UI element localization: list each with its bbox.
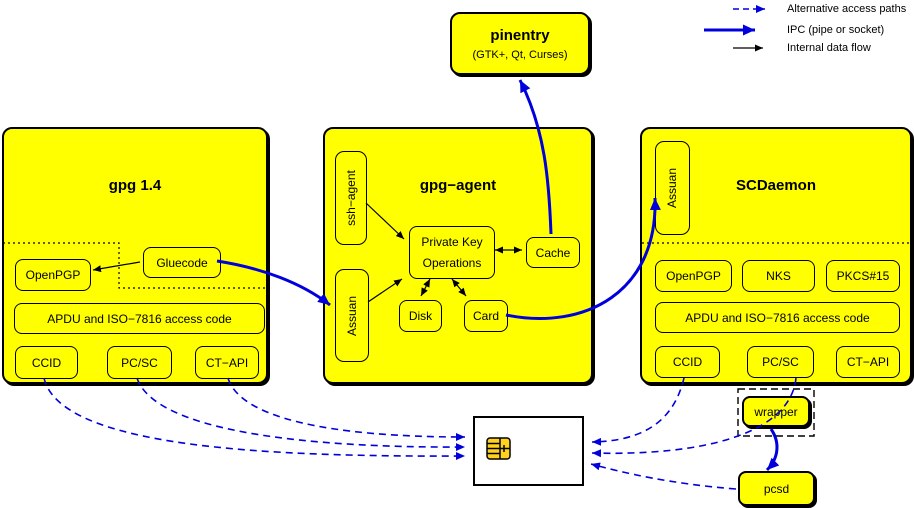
- ssh-agent-node: ssh−agent: [335, 151, 367, 245]
- pkcs15-label: PKCS#15: [836, 269, 890, 283]
- legend-internal-label: Internal data flow: [787, 42, 871, 54]
- disk-node: Disk: [399, 300, 442, 332]
- pko-line2: Operations: [422, 255, 482, 270]
- alt-scdaemon-ccid-to-card: [591, 377, 685, 446]
- card-node: Card: [464, 300, 508, 332]
- scdaemon-ccid-node: CCID: [655, 346, 720, 378]
- gpg14-pcsc-node: PC/SC: [107, 346, 172, 379]
- gpg-agent-assuan-node: Assuan: [335, 269, 369, 362]
- openpgp-label: OpenPGP: [666, 269, 721, 283]
- gpg14-ctapi-node: CT−API: [195, 346, 259, 379]
- pinentry-title: pinentry: [490, 26, 550, 44]
- apdu-label: APDU and ISO−7816 access code: [685, 310, 870, 325]
- assuan-label: Assuan: [345, 295, 359, 336]
- card-label: Card: [472, 309, 499, 323]
- nks-node: NKS: [742, 260, 815, 292]
- scdaemon-apdu-node: APDU and ISO−7816 access code: [655, 302, 900, 333]
- disk-label: Disk: [408, 309, 433, 323]
- gpg14-node: gpg 1.4 Gluecode OpenPGP APDU and ISO−78…: [2, 127, 268, 384]
- pinentry-node: pinentry (GTK+, Qt, Curses): [450, 12, 590, 75]
- ipc-wrapper-to-pcsd: [765, 428, 780, 472]
- gpg14-apdu-node: APDU and ISO−7816 access code: [14, 303, 265, 334]
- gpg-agent-node: gpg−agent ssh−agent Assuan Private Key O…: [323, 127, 593, 384]
- pinentry-subtitle: (GTK+, Qt, Curses): [472, 48, 568, 61]
- pcsc-label: PC/SC: [762, 355, 799, 369]
- legend-alt-label: Alternative access paths: [787, 3, 907, 15]
- cache-node: Cache: [526, 237, 580, 268]
- nks-label: NKS: [766, 269, 791, 283]
- assuan-label: Assuan: [665, 167, 680, 209]
- alt-gpg14-ccid-to-card: [43, 377, 466, 461]
- pko-line1: Private Key: [421, 235, 483, 250]
- private-key-operations-node: Private Key Operations: [409, 226, 495, 279]
- scdaemon-assuan-node: Assuan: [655, 141, 690, 235]
- scdaemon-ctapi-node: CT−API: [836, 346, 900, 378]
- alt-pcsd-to-card: [590, 462, 737, 490]
- smartcard-chip-icon: [486, 437, 511, 460]
- wrapper-label: wrapper: [754, 404, 798, 419]
- alt-gpg14-pcsc-to-card: [136, 377, 466, 452]
- ssh-agent-label: ssh−agent: [344, 170, 358, 226]
- pcsd-node: pcsd: [738, 471, 815, 506]
- wrapper-node: wrapper: [742, 396, 810, 427]
- smartcard: [473, 416, 584, 486]
- cache-label: Cache: [535, 245, 571, 260]
- gpg14-ccid-node: CCID: [15, 346, 78, 379]
- gpg14-gluecode-node: Gluecode: [143, 247, 221, 278]
- openpgp-label: OpenPGP: [25, 268, 81, 282]
- scdaemon-openpgp-node: OpenPGP: [655, 260, 732, 292]
- apdu-label: APDU and ISO−7816 access code: [47, 311, 232, 326]
- pkcs15-node: PKCS#15: [826, 260, 900, 292]
- ctapi-label: CT−API: [846, 355, 890, 369]
- scdaemon-pcsc-node: PC/SC: [747, 346, 814, 378]
- gpg-agent-title: gpg−agent: [419, 177, 497, 194]
- ccid-label: CCID: [31, 355, 62, 370]
- pcsc-label: PC/SC: [121, 355, 158, 370]
- gpg14-openpgp-node: OpenPGP: [15, 259, 91, 291]
- pcsd-label: pcsd: [763, 481, 790, 496]
- scdaemon-node: SCDaemon Assuan OpenPGP NKS PKCS#15 APDU…: [640, 127, 912, 384]
- gpg14-title: gpg 1.4: [108, 177, 162, 194]
- ccid-label: CCID: [672, 355, 703, 369]
- gluecode-label: Gluecode: [156, 255, 208, 270]
- ctapi-label: CT−API: [205, 355, 249, 370]
- scdaemon-title: SCDaemon: [735, 177, 817, 194]
- legend-ipc-label: IPC (pipe or socket): [787, 24, 885, 36]
- alt-gpg14-ctapi-to-card: [227, 377, 466, 441]
